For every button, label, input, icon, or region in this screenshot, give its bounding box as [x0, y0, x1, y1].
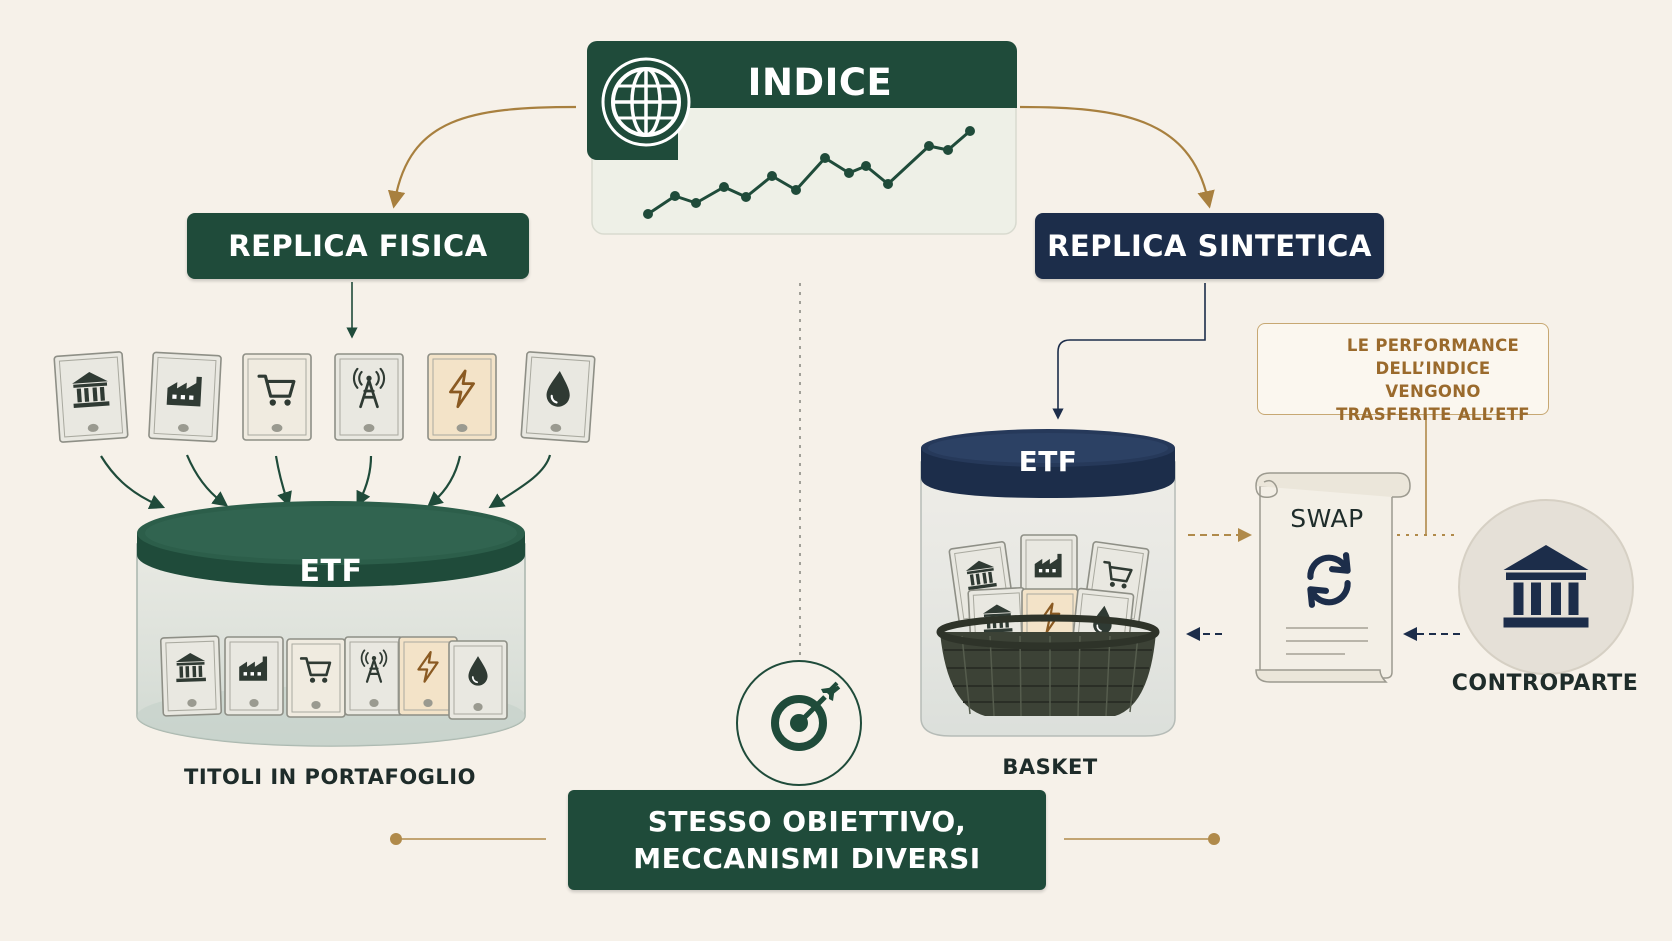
- security-card-antenna: [334, 353, 404, 441]
- swap-scroll: [1255, 472, 1411, 683]
- arrow-synthetic-down: [1052, 283, 1206, 420]
- swap-label: SWAP: [1290, 503, 1364, 533]
- security-card-bank: [159, 635, 223, 717]
- physical-etf-cards: [159, 635, 508, 720]
- counterparty-caption: CONTROPARTE: [1451, 670, 1639, 696]
- index-box: [587, 41, 1017, 235]
- note-line-2: DELL’INDICE VENGONO: [1375, 359, 1491, 401]
- securities-row: [53, 351, 596, 443]
- synthetic-replication-title: REPLICA SINTETICA: [1035, 213, 1384, 279]
- arrow-index-to-physical: [387, 105, 577, 209]
- target-icon: [736, 660, 862, 786]
- security-card-bank: [53, 351, 129, 443]
- security-card-water-drop: [520, 351, 596, 443]
- security-card-water-drop: [448, 640, 508, 720]
- footer-line-2: MECCANISMI DIVERSI: [633, 842, 981, 875]
- line-trend-icon: [643, 126, 975, 219]
- security-card-cart: [242, 353, 312, 441]
- footer-line-1: STESSO OBIETTIVO,: [647, 805, 967, 838]
- physical-etf-label: ETF: [299, 553, 363, 589]
- globe-icon: [601, 57, 691, 147]
- counterparty-bank-icon: [1458, 499, 1634, 675]
- note-line-3: TRASFERITE ALL’ETF: [1336, 405, 1530, 424]
- security-card-antenna: [344, 636, 404, 716]
- security-card-lightning: [427, 353, 497, 441]
- footer-decoration-left: [390, 833, 546, 845]
- basket-caption: BASKET: [1002, 755, 1098, 779]
- security-card-factory: [224, 636, 284, 716]
- index-title: INDICE: [747, 60, 893, 104]
- performance-note-box: [1257, 323, 1549, 415]
- footer-banner: STESSO OBIETTIVO, MECCANISMI DIVERSI: [568, 790, 1046, 890]
- basket-icon: [936, 614, 1160, 717]
- performance-note-text: LE PERFORMANCE DELL’INDICE VENGONO TRASF…: [1327, 334, 1539, 426]
- note-line-1: LE PERFORMANCE: [1346, 336, 1520, 355]
- physical-caption: TITOLI IN PORTAFOGLIO: [184, 765, 476, 789]
- synthetic-etf-label: ETF: [1018, 444, 1078, 478]
- physical-replication-title: REPLICA FISICA: [187, 213, 529, 279]
- footer-decoration-right: [1064, 833, 1220, 845]
- security-card-factory: [148, 351, 222, 443]
- security-card-cart: [286, 638, 346, 718]
- securities-arrows: [100, 454, 552, 510]
- arrow-index-to-synthetic: [1019, 105, 1215, 209]
